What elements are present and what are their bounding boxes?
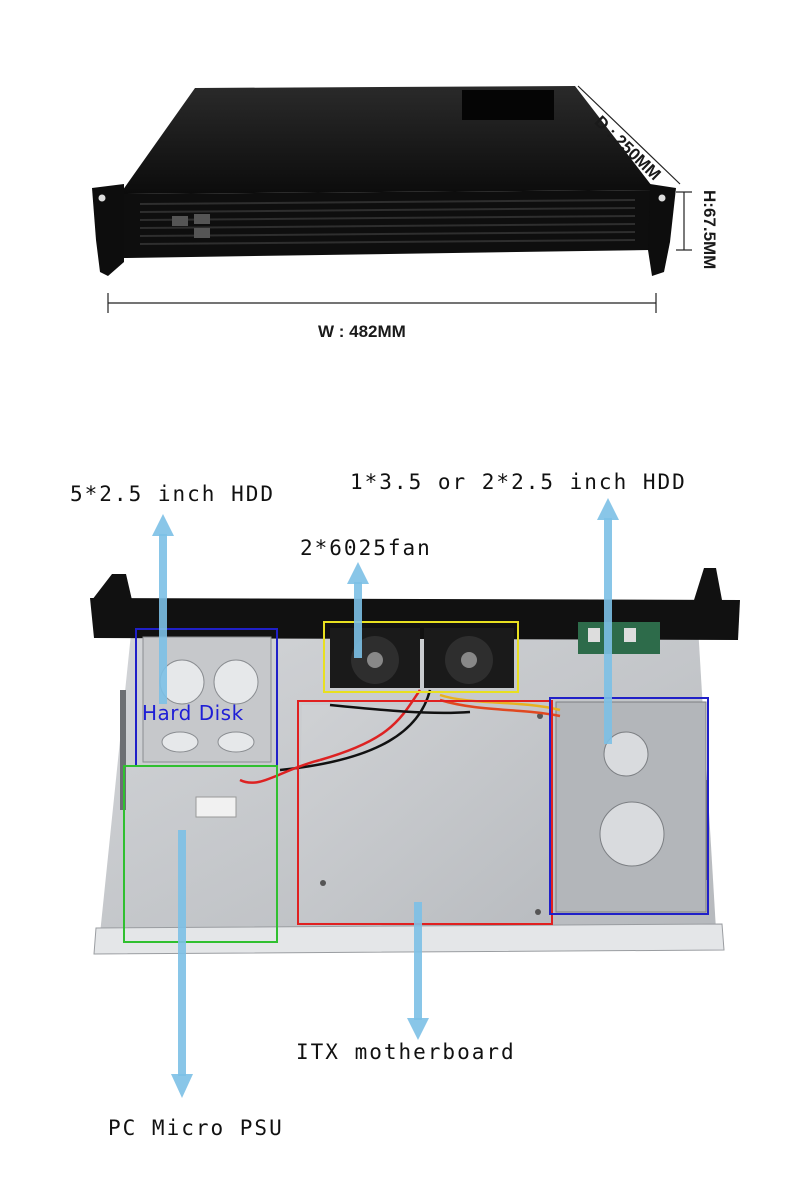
- usb-port-icon: [172, 216, 188, 226]
- bracket-hole: [599, 801, 665, 867]
- bracket-hole: [603, 731, 649, 777]
- rack-ear-right: [648, 184, 676, 276]
- rack-ear-left: [92, 184, 124, 276]
- callout-arrows: [152, 498, 619, 1098]
- motherboard-outline: [297, 700, 553, 925]
- width-label: W : 482MM: [318, 322, 406, 341]
- wiring: [239, 689, 561, 784]
- motherboard-callout: ITX motherboard: [296, 1040, 516, 1064]
- lid-vent: [462, 90, 554, 120]
- fan-outline: [323, 621, 519, 693]
- hdd-25-callout: 5*2.5 inch HDD: [70, 482, 276, 506]
- chassis-lid: [120, 86, 655, 194]
- rack-ear-left: [92, 574, 132, 600]
- usb-port-icon: [194, 228, 210, 238]
- rack-ear-hole: [658, 194, 666, 202]
- molex-connector: [195, 796, 237, 818]
- psu-callout: PC Micro PSU: [108, 1116, 284, 1140]
- right-hdd-outline: [549, 697, 709, 915]
- usb-port-icon: [194, 214, 210, 224]
- arrow-down-icon: [407, 902, 429, 1040]
- arrow-up-icon: [152, 514, 174, 704]
- hdd-35-callout: 1*3.5 or 2*2.5 inch HDD: [350, 470, 687, 494]
- chassis-front-lip: [93, 923, 725, 955]
- fan-callout: 2*6025fan: [300, 536, 432, 560]
- arrow-up-icon: [347, 562, 369, 658]
- hard-disk-label: Hard Disk: [142, 701, 244, 725]
- rack-ear-hole: [98, 194, 106, 202]
- left-wall-vent: [120, 690, 126, 810]
- arrow-down-icon: [171, 830, 193, 1098]
- arrow-up-icon: [597, 498, 619, 744]
- motherboard-plate: [298, 705, 552, 922]
- hdd-cage-hole: [161, 731, 199, 753]
- front-panel-grille: [139, 199, 636, 245]
- dimension-lines: [107, 85, 692, 313]
- psu-outline: [123, 765, 278, 943]
- height-label: H:67.5MM: [700, 190, 719, 270]
- hdd-cage-hole: [217, 731, 255, 753]
- depth-dimension-line: [577, 85, 681, 185]
- rack-ear-right: [694, 568, 722, 600]
- closed-chassis: [92, 86, 676, 276]
- hdd-cage-hole: [213, 659, 259, 705]
- open-chassis: [90, 568, 740, 955]
- highlight-boxes: [123, 621, 709, 943]
